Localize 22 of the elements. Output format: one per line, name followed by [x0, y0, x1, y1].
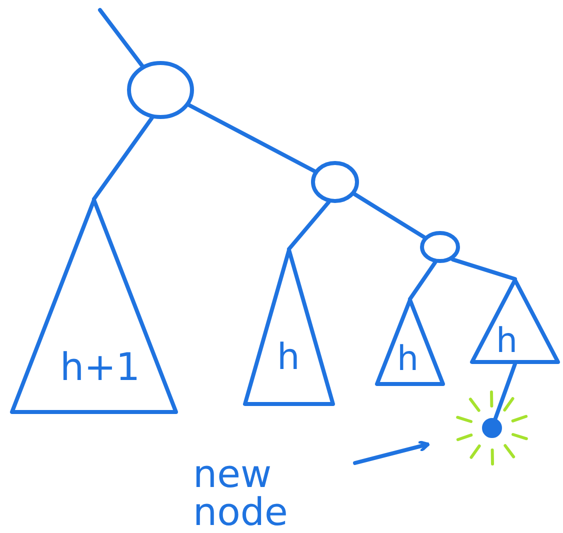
branch-line — [98, 8, 144, 68]
tree-node-circle — [420, 231, 460, 263]
subtree-triangle — [10, 198, 178, 414]
branch-line — [92, 116, 154, 201]
new-node-dot — [482, 418, 502, 438]
branch-line — [352, 192, 426, 240]
branch-line — [493, 362, 517, 421]
subtree-triangle — [470, 278, 560, 364]
arrow — [353, 440, 430, 465]
branch-line — [187, 103, 316, 174]
tree-node-circle — [127, 61, 194, 119]
height-label: h — [496, 324, 518, 358]
subtree-triangle — [243, 248, 335, 406]
branch-line — [450, 257, 517, 281]
subtree-triangle — [375, 298, 445, 386]
new-node-label: new node — [193, 455, 289, 531]
height-label: h — [277, 340, 300, 376]
branch-line — [287, 200, 331, 251]
height-label: h — [397, 342, 419, 376]
height-label: h+1 — [60, 348, 140, 386]
tree-node-circle — [311, 161, 359, 203]
branch-line — [408, 260, 438, 301]
